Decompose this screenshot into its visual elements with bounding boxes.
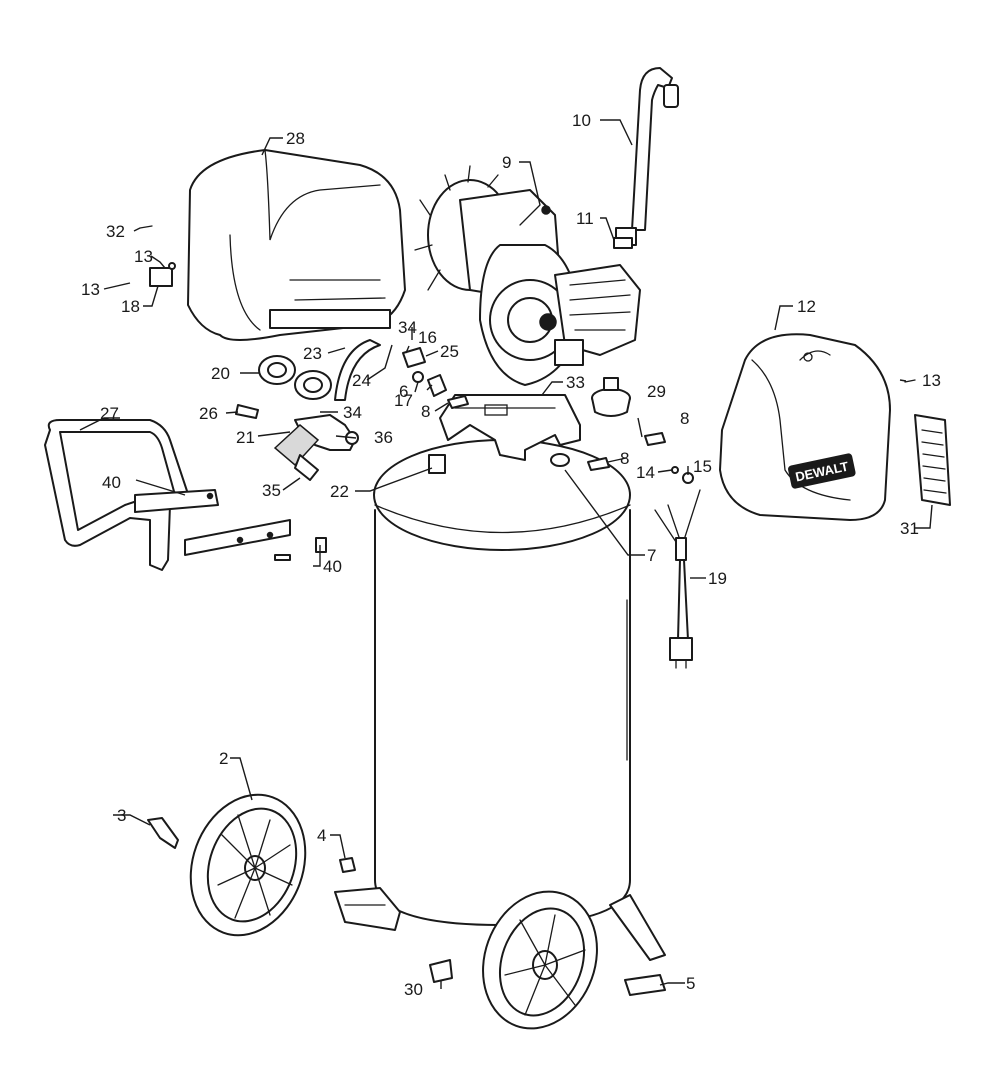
- callout-27: 27: [100, 404, 119, 423]
- handle: [44, 419, 291, 571]
- callout-15: 15: [693, 457, 712, 476]
- callout-20: 20: [211, 364, 230, 383]
- callout-13-top: 13: [134, 247, 153, 266]
- callout-16: 16: [418, 328, 437, 347]
- callout-34-top: 34: [398, 318, 417, 337]
- callout-33: 33: [566, 373, 585, 392]
- callout-10: 10: [572, 111, 591, 130]
- callout-12: 12: [797, 297, 816, 316]
- base-plate: [439, 394, 581, 461]
- leader-lines: [79, 119, 933, 989]
- callout-40-left: 40: [102, 473, 121, 492]
- callout-36: 36: [374, 428, 393, 447]
- callout-5: 5: [686, 974, 695, 993]
- callout-7: 7: [647, 546, 656, 565]
- discharge-tube: [334, 339, 381, 401]
- callout-4: 4: [317, 826, 326, 845]
- callout-22: 22: [330, 482, 349, 501]
- callout-3: 3: [117, 806, 126, 825]
- tank-foot-bracket: [334, 887, 401, 931]
- callout-30: 30: [404, 980, 423, 999]
- callout-17: 17: [394, 391, 413, 410]
- callout-23: 23: [303, 344, 322, 363]
- shroud-rear: [187, 149, 406, 341]
- callout-26: 26: [199, 404, 218, 423]
- gauges: [258, 355, 332, 400]
- shroud-front: DEWALT: [719, 333, 891, 521]
- regulator-manifold: [273, 414, 359, 481]
- outlet-tube: [615, 67, 679, 246]
- callout-40-right: 40: [323, 557, 342, 576]
- callout-18: 18: [121, 297, 140, 316]
- callout-28: 28: [286, 129, 305, 148]
- filter-cover: [914, 414, 951, 506]
- wheel-right: [482, 890, 598, 1030]
- callout-11: 11: [576, 209, 594, 228]
- callout-8-right: 8: [680, 409, 689, 428]
- callout-34-bottom: 34: [343, 403, 362, 422]
- callout-8-lower: 8: [620, 449, 629, 468]
- callout-14: 14: [636, 463, 655, 482]
- motor-pump-assembly: [414, 165, 641, 386]
- callout-32: 32: [106, 222, 125, 241]
- callout-19: 19: [708, 569, 727, 588]
- callout-21: 21: [236, 428, 255, 447]
- callout-9: 9: [502, 153, 511, 172]
- power-cord: [654, 489, 701, 669]
- wheel-left: [189, 793, 307, 937]
- callout-6: 6: [399, 382, 408, 401]
- callout-35: 35: [262, 481, 281, 500]
- callout-31: 31: [900, 519, 919, 538]
- air-tank: [373, 439, 631, 926]
- callout-2: 2: [219, 749, 228, 768]
- callout-25: 25: [440, 342, 459, 361]
- callout-24: 24: [352, 371, 371, 390]
- callout-29: 29: [647, 382, 666, 401]
- small-hardware: [139, 225, 916, 996]
- callout-labels: 28 9 10 11 12 32 13 13 18 13 34 16 23 25…: [81, 111, 941, 999]
- callout-13-right: 13: [922, 371, 941, 390]
- callout-13-left: 13: [81, 280, 100, 299]
- callout-8-center: 8: [421, 402, 430, 421]
- tank-leg: [609, 894, 666, 961]
